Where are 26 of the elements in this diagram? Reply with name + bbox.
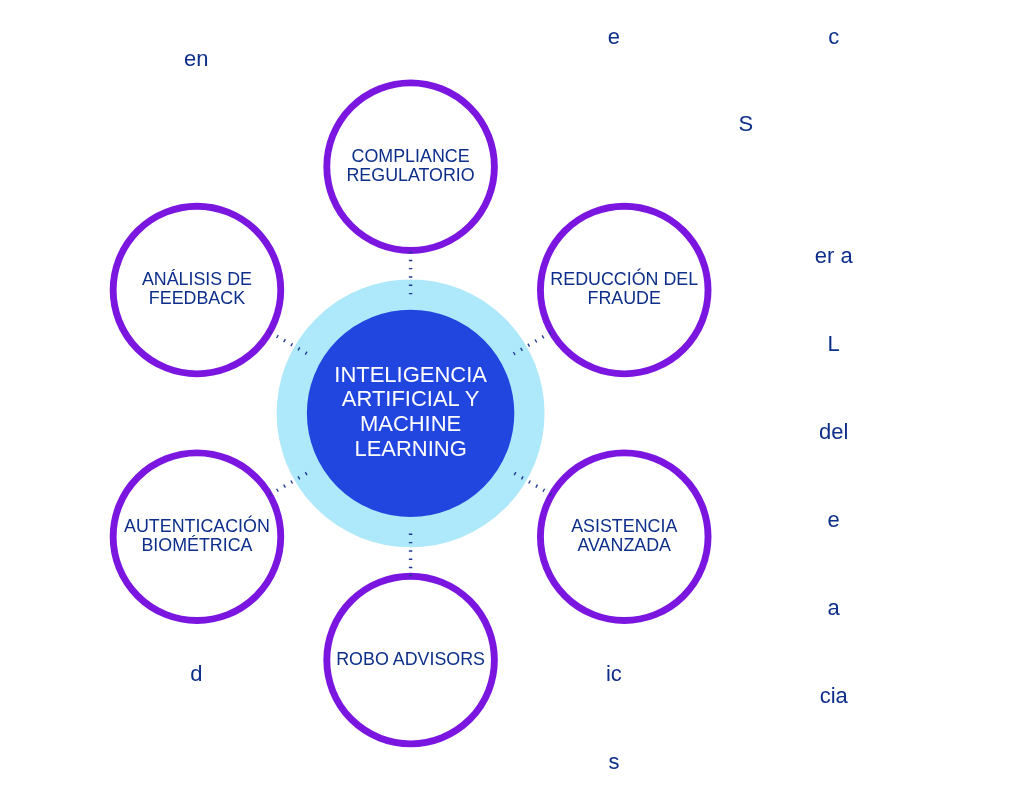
label: cia	[819, 682, 848, 708]
connector	[269, 330, 309, 356]
label: en	[184, 45, 209, 71]
node-circle: COMPLIANCE REGULATORIO	[323, 79, 498, 254]
node-circle: ANÁLISIS DE FEEDBACK	[109, 202, 285, 378]
label: S	[738, 111, 754, 137]
label: d	[190, 660, 203, 686]
connector	[269, 471, 309, 497]
label: ic	[605, 660, 622, 686]
node-circle: INTELIGENCIA ARTIFICIAL Y MACHINE LEARNING	[276, 279, 545, 548]
connector	[512, 330, 553, 356]
label: er a	[814, 243, 853, 269]
label: L	[827, 331, 840, 357]
label: c	[828, 23, 840, 49]
connector	[512, 471, 553, 497]
node-circle: REDUCCIÓN DEL FRAUDE	[537, 202, 712, 378]
node-circle: ASISTENCIA AVANZADA	[537, 449, 712, 624]
connector	[408, 532, 413, 577]
label: del	[819, 419, 849, 445]
label: e	[607, 23, 621, 49]
label: s	[608, 748, 620, 774]
label: a	[827, 595, 840, 621]
node-circle: ROBO ADVISORS	[323, 572, 498, 748]
node-circle: AUTENTICACIÓN BIOMÉTRICA	[109, 449, 285, 624]
connector	[408, 250, 413, 295]
label: e	[827, 507, 840, 533]
